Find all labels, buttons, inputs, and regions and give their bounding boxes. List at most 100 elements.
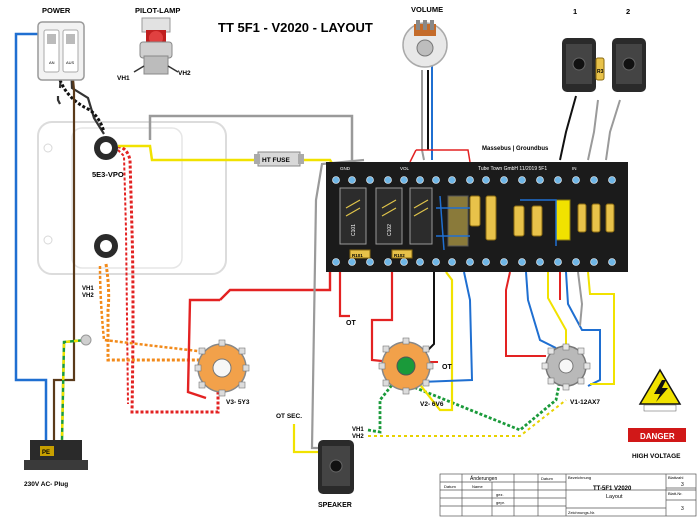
heater-vh1-label: VH1 <box>82 286 94 292</box>
transformer-label: 5E3-VPO <box>92 170 124 179</box>
high-voltage-warning-icon <box>638 368 682 412</box>
title-block <box>439 473 697 517</box>
chassis-outline <box>37 121 227 275</box>
power-switch[interactable]: AN AUS <box>37 21 85 81</box>
capacitor-c101-label: C101 <box>351 224 357 236</box>
title-block-checked: gepr. <box>496 500 505 505</box>
ot-label-left: OT <box>346 320 356 327</box>
wire-black-twisted-primary <box>58 79 106 133</box>
ot-sec-label: OT SEC. <box>276 413 302 420</box>
title-block-drawing-number: Zeichnungs-Nr. <box>568 510 595 515</box>
massebus-line <box>409 149 471 163</box>
tube-v3-label: V3- 5Y3 <box>226 399 250 406</box>
pilot-vh1-label: VH1 <box>117 75 130 82</box>
wire-yellow-fuse <box>118 144 258 162</box>
board-brand-label: Tube Town GmbH 11/2019 5F1 <box>478 166 547 172</box>
switch-off-label: AUS <box>66 60 75 65</box>
jack-1-label: 1 <box>573 7 577 16</box>
resistor-3 <box>513 205 525 237</box>
danger-label: DANGER <box>640 432 675 441</box>
wire-grey-ground <box>148 114 354 160</box>
tube-socket-v2 <box>378 337 434 395</box>
resistor-4 <box>531 205 543 237</box>
input-jack-2[interactable] <box>612 38 646 92</box>
wire-black-v2 <box>419 272 435 359</box>
wire-pe <box>60 338 87 441</box>
input-jack-1[interactable] <box>562 38 596 92</box>
wire-orange-heater <box>104 263 210 362</box>
resistor-6 <box>591 203 601 233</box>
massebus-label: Massebus | Groundbus <box>482 146 549 152</box>
title-block-sheet: Blatt-Nr. <box>668 491 682 496</box>
wire-red-ht <box>107 145 220 414</box>
ht-fuse-label: HT FUSE <box>262 157 290 164</box>
wire-yellow-otsec <box>292 424 318 454</box>
power-label: POWER <box>42 6 71 15</box>
pilot-vh2-label: VH2 <box>178 70 191 77</box>
title-block-sheet-count: Blattzahl <box>668 475 683 480</box>
resistor-1 <box>469 195 481 227</box>
wire-yellow-v1 <box>547 272 567 344</box>
speaker-label: SPEAKER <box>318 502 352 509</box>
heater-vh2-label: VH2 <box>82 293 94 299</box>
wire-red-v3 <box>338 272 350 318</box>
title-block-drawn: gez. <box>496 492 504 497</box>
jack-2-label: 2 <box>626 7 630 16</box>
volume-pot[interactable] <box>402 20 448 68</box>
wire-red-v3b <box>186 298 220 400</box>
board-gnd-label: GND <box>340 166 351 171</box>
danger-sign: DANGER <box>628 428 686 442</box>
pilot-lamp <box>133 17 179 75</box>
title-block-sheet-value: 3 <box>681 506 684 512</box>
wire-volume-grey <box>421 70 425 161</box>
capacitor-c101: C101 <box>339 187 367 245</box>
pilot-lamp-label: PILOT-LAMP <box>135 6 180 15</box>
coupling-cap-2 <box>555 199 571 241</box>
pe-label: PE <box>42 450 50 456</box>
drawing-subtitle: Layout <box>606 494 623 500</box>
capacitor-c102-label: C102 <box>387 224 393 236</box>
wire-blue-mains <box>14 32 48 440</box>
board-in-label: IN <box>572 166 577 171</box>
title-block-date-2: Datum <box>541 476 553 481</box>
v2-vh1-label: VH1 <box>352 427 364 433</box>
tube-v2-label: V2- 6V6 <box>420 401 444 408</box>
wire-red-ot <box>370 272 394 364</box>
drawing-title: TT-5F1 V2020 <box>593 486 632 492</box>
wire-green-heater <box>367 378 562 434</box>
resistor-r101: R101 <box>349 249 371 259</box>
wire-jack-grey <box>587 99 599 161</box>
transformer-outline <box>71 127 183 269</box>
capacitor-c103 <box>409 187 433 245</box>
turret-board: GND VOL Tube Town GmbH 11/2019 5F1 IN C1… <box>326 162 628 272</box>
resistor-r3: R3 <box>595 57 605 81</box>
tube-v1-label: V1-12AX7 <box>570 399 600 406</box>
board-vol-label: VOL <box>400 166 410 171</box>
resistor-r101-label: R101 <box>352 253 363 258</box>
resistor-r3-label: R3 <box>597 69 604 75</box>
tube-socket-v1 <box>541 343 591 391</box>
title-block-date: Datum <box>444 484 456 489</box>
power-transformer-top <box>94 136 118 160</box>
title-block-changes: Änderungen <box>470 475 497 482</box>
title-block-designation: Bezeichnung <box>568 475 591 480</box>
wire-red-v1 <box>505 271 546 357</box>
resistor-7 <box>605 203 615 233</box>
speaker-jack[interactable] <box>318 440 354 494</box>
ot-label-right: OT <box>442 364 452 371</box>
resistor-r102-label: R102 <box>394 253 405 258</box>
tube-socket-v3 <box>194 339 250 397</box>
ht-fuse <box>254 151 304 167</box>
capacitor-c102: C102 <box>375 187 403 245</box>
high-voltage-label: HIGH VOLTAGE <box>632 453 681 460</box>
v2-vh2-label: VH2 <box>352 434 364 440</box>
page-title: TT 5F1 - V2020 - LAYOUT <box>218 20 373 35</box>
resistor-5 <box>577 203 587 233</box>
title-block-name: Name <box>472 484 483 489</box>
ac-plug: PE <box>24 334 92 470</box>
wire-jack-black <box>559 95 577 161</box>
resistor-r102: R102 <box>391 249 413 259</box>
resistor-2 <box>485 195 497 241</box>
plug-label: 230V AC- Plug <box>24 481 68 488</box>
